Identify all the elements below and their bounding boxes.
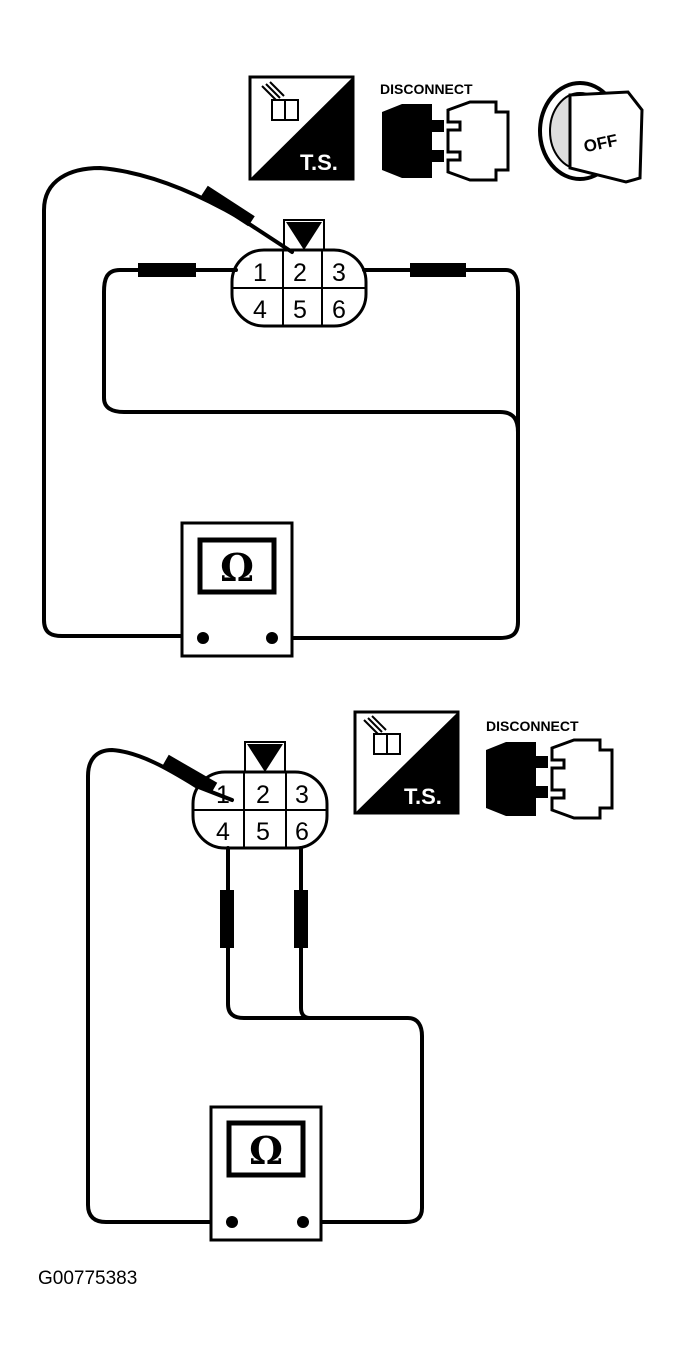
connector-arrow-icon bbox=[286, 222, 322, 250]
ohmmeter-top: Ω bbox=[180, 521, 294, 658]
wire-pin3-to-meter bbox=[270, 268, 520, 640]
figure-id: G00775383 bbox=[38, 1268, 138, 1289]
disconnect-label: DISCONNECT bbox=[380, 81, 473, 97]
connector-hand-icon bbox=[261, 81, 299, 121]
pin-6: 6 bbox=[332, 296, 346, 324]
test-lead-probe bbox=[294, 890, 308, 948]
pin-5: 5 bbox=[293, 296, 307, 324]
meter-terminal bbox=[266, 632, 278, 644]
test-step-label: T.S. bbox=[404, 784, 442, 809]
test-lead-probe bbox=[410, 263, 466, 277]
ohm-symbol: Ω bbox=[220, 545, 254, 590]
connector-bottom: 1 2 3 4 5 6 bbox=[191, 770, 329, 850]
ohmmeter-bottom: Ω bbox=[209, 1105, 323, 1242]
pin-4: 4 bbox=[216, 818, 230, 846]
connector-top: 1 2 3 4 5 6 bbox=[230, 248, 368, 328]
ohm-symbol: Ω bbox=[249, 1128, 283, 1173]
connector-male-icon bbox=[550, 738, 614, 820]
pin-2: 2 bbox=[293, 259, 307, 287]
test-step-label: T.S. bbox=[300, 150, 338, 175]
wire-pin6-join bbox=[299, 846, 312, 1020]
wire-probe-pin2-to-meter bbox=[42, 166, 294, 638]
top-diagram: T.S. DISCONNECT OFF 1 2 3 4 5 bbox=[42, 75, 644, 658]
test-step-icon: T.S. bbox=[353, 710, 460, 815]
test-lead-probe bbox=[220, 890, 234, 948]
test-lead-probe bbox=[138, 263, 196, 277]
test-lead-probe bbox=[162, 754, 218, 794]
pin-5: 5 bbox=[256, 818, 270, 846]
wire-probe-pin1-to-meter bbox=[86, 748, 234, 1224]
disconnect-label: DISCONNECT bbox=[486, 718, 579, 734]
meter-terminal bbox=[297, 1216, 309, 1228]
meter-terminal bbox=[226, 1216, 238, 1228]
bottom-diagram: T.S. DISCONNECT 1 2 3 4 5 6 bbox=[86, 710, 614, 1242]
meter-terminal bbox=[197, 632, 209, 644]
pin-6: 6 bbox=[295, 818, 309, 846]
connector-female-icon bbox=[382, 104, 444, 178]
connector-hand-icon bbox=[363, 715, 401, 755]
connector-female-icon bbox=[486, 742, 548, 816]
wire-pin4-loop bbox=[226, 846, 424, 1224]
disconnect-icon: DISCONNECT bbox=[486, 718, 614, 820]
test-step-icon: T.S. bbox=[248, 75, 355, 181]
pin-3: 3 bbox=[295, 781, 309, 809]
wire-pin1-loop bbox=[102, 268, 520, 434]
pin-4: 4 bbox=[253, 296, 267, 324]
pin-2: 2 bbox=[256, 781, 270, 809]
connector-male-icon bbox=[446, 100, 510, 182]
disconnect-icon: DISCONNECT bbox=[380, 81, 510, 182]
connector-arrow-icon bbox=[247, 744, 283, 772]
pin-3: 3 bbox=[332, 259, 346, 287]
test-lead-probe bbox=[201, 185, 255, 227]
pin-1: 1 bbox=[253, 259, 267, 287]
ignition-key-off-icon: OFF bbox=[538, 81, 644, 184]
